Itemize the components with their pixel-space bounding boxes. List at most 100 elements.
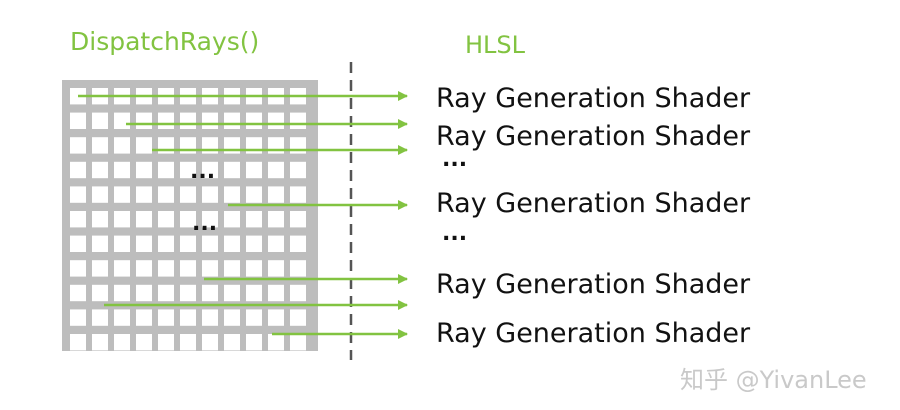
thread-cell: [70, 235, 86, 252]
thread-cell: [180, 235, 196, 252]
thread-cell: [114, 284, 130, 302]
ray-generation-shader-label: Ray Generation Shader: [436, 83, 751, 114]
thread-cell: [180, 112, 196, 129]
thread-cell: [114, 334, 130, 351]
thread-grid: [62, 80, 318, 351]
thread-cell: [290, 112, 306, 129]
thread-cell: [290, 284, 306, 302]
thread-cell: [202, 161, 218, 179]
thread-cell: [202, 235, 218, 252]
shader-ellipsis: ...: [442, 221, 468, 246]
thread-cell: [92, 186, 108, 203]
thread-cell: [70, 137, 86, 154]
ray-generation-shader-label: Ray Generation Shader: [436, 121, 751, 152]
thread-cell: [158, 161, 174, 179]
shader-ellipsis: ...: [442, 147, 468, 172]
dispatch-rays-title: DispatchRays(): [70, 27, 260, 56]
thread-cell: [114, 211, 130, 228]
thread-cell: [180, 186, 196, 203]
thread-cell: [224, 334, 240, 351]
thread-cell: [246, 186, 262, 203]
ray-generation-shader-label: Ray Generation Shader: [436, 269, 751, 300]
thread-cell: [290, 260, 306, 277]
thread-cell: [180, 260, 196, 277]
thread-cell: [202, 309, 218, 326]
thread-cell: [114, 186, 130, 203]
thread-cell: [224, 161, 240, 179]
thread-cell: [202, 186, 218, 203]
thread-cell: [114, 260, 130, 277]
thread-cell: [180, 161, 196, 179]
thread-cell: [224, 284, 240, 302]
thread-cell: [70, 186, 86, 203]
thread-cell: [70, 284, 86, 302]
thread-cell: [180, 284, 196, 302]
thread-cell: [136, 161, 152, 179]
thread-cell: [246, 309, 262, 326]
thread-cell: [136, 235, 152, 252]
thread-cell: [268, 186, 284, 203]
thread-cell: [290, 211, 306, 228]
grid-ellipsis: ...: [192, 211, 218, 236]
thread-cell: [224, 186, 240, 203]
thread-cell: [268, 112, 284, 129]
thread-cell: [268, 211, 284, 228]
thread-cell: [268, 309, 284, 326]
ray-arrows: [78, 91, 408, 339]
thread-cell: [114, 309, 130, 326]
thread-cell: [158, 112, 174, 129]
thread-cell: [290, 161, 306, 179]
zhihu-watermark: 知乎 @YivanLee: [680, 366, 867, 394]
thread-cell: [158, 211, 174, 228]
thread-cell: [246, 260, 262, 277]
thread-cell: [158, 334, 174, 351]
ray-generation-shader-label: Ray Generation Shader: [436, 318, 751, 349]
ray-generation-shader-label: Ray Generation Shader: [436, 188, 751, 219]
thread-cell: [268, 284, 284, 302]
thread-cell: [92, 260, 108, 277]
thread-cell: [246, 112, 262, 129]
thread-cell: [158, 284, 174, 302]
thread-cell: [92, 235, 108, 252]
thread-cell: [290, 186, 306, 203]
thread-cell: [136, 334, 152, 351]
thread-cell: [136, 186, 152, 203]
thread-cell: [224, 112, 240, 129]
thread-cell: [92, 334, 108, 351]
thread-cell: [114, 235, 130, 252]
thread-cell: [158, 186, 174, 203]
thread-cell: [114, 112, 130, 129]
thread-cell: [268, 161, 284, 179]
thread-cell: [92, 211, 108, 228]
thread-cell: [114, 137, 130, 154]
thread-cell: [246, 211, 262, 228]
thread-cell: [136, 284, 152, 302]
thread-cell: [180, 211, 196, 228]
thread-cell: [180, 334, 196, 351]
thread-cell: [136, 137, 152, 154]
thread-cell: [92, 112, 108, 129]
thread-cell: [70, 161, 86, 179]
thread-cell: [224, 235, 240, 252]
thread-cell: [70, 260, 86, 277]
thread-cell: [268, 260, 284, 277]
hlsl-title: HLSL: [465, 31, 526, 59]
thread-cell: [136, 211, 152, 228]
thread-cell: [70, 211, 86, 228]
thread-cell: [136, 260, 152, 277]
thread-cell: [114, 161, 130, 179]
thread-cell: [202, 334, 218, 351]
thread-cell: [202, 211, 218, 228]
thread-cell: [92, 161, 108, 179]
thread-cell: [136, 112, 152, 129]
thread-cell: [246, 284, 262, 302]
thread-cell: [92, 284, 108, 302]
thread-cell: [180, 309, 196, 326]
thread-cell: [268, 235, 284, 252]
thread-cell: [224, 309, 240, 326]
thread-cell: [158, 260, 174, 277]
thread-cell: [268, 334, 284, 351]
thread-cell: [202, 260, 218, 277]
